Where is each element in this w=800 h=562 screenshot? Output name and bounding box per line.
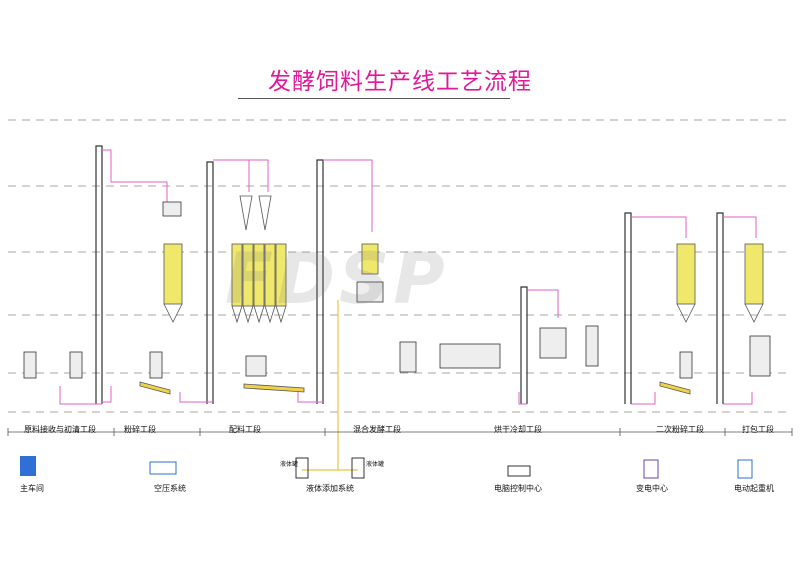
facility-label: 电动起重机 <box>734 484 774 493</box>
facility-label: 液体添加系统 <box>306 484 354 493</box>
building-icon <box>20 456 36 476</box>
conveyors <box>139 381 691 395</box>
elevators <box>95 145 724 404</box>
section-ruler <box>7 428 793 436</box>
facility-label: 主车间 <box>20 484 44 493</box>
section-label: 混合发酵工段 <box>353 425 401 434</box>
tank-icon <box>351 457 365 479</box>
facility-label: 电脑控制中心 <box>494 484 542 493</box>
storage-bins <box>163 243 764 307</box>
tank-icon <box>295 457 309 479</box>
control-desk-icon <box>507 465 531 477</box>
crane-icon <box>737 459 753 479</box>
tank-label: 液体罐 <box>280 461 299 468</box>
title-underline <box>238 98 510 99</box>
pipelines <box>59 149 757 405</box>
facility-icons <box>20 456 753 479</box>
floor-lines <box>8 119 792 413</box>
transformer-icon <box>643 459 659 479</box>
facility-label: 空压系统 <box>154 484 186 493</box>
equipment <box>23 201 771 379</box>
section-label: 烘干冷却工段 <box>494 425 542 434</box>
liquid-lines <box>302 300 358 471</box>
facility-label: 变电中心 <box>636 484 668 493</box>
section-label: 配料工段 <box>229 425 261 434</box>
watermark: FDSP <box>225 238 449 320</box>
section-label: 打包工段 <box>742 425 774 434</box>
section-label: 二次粉碎工段 <box>656 425 704 434</box>
diagram-title: 发酵饲料生产线工艺流程 <box>268 69 532 95</box>
section-label: 原料接收与初清工段 <box>24 425 96 434</box>
section-label: 粉碎工段 <box>124 425 156 434</box>
compressor-icon <box>149 461 177 475</box>
tank-label: 液体罐 <box>366 461 385 468</box>
bin-hoppers <box>163 195 764 324</box>
